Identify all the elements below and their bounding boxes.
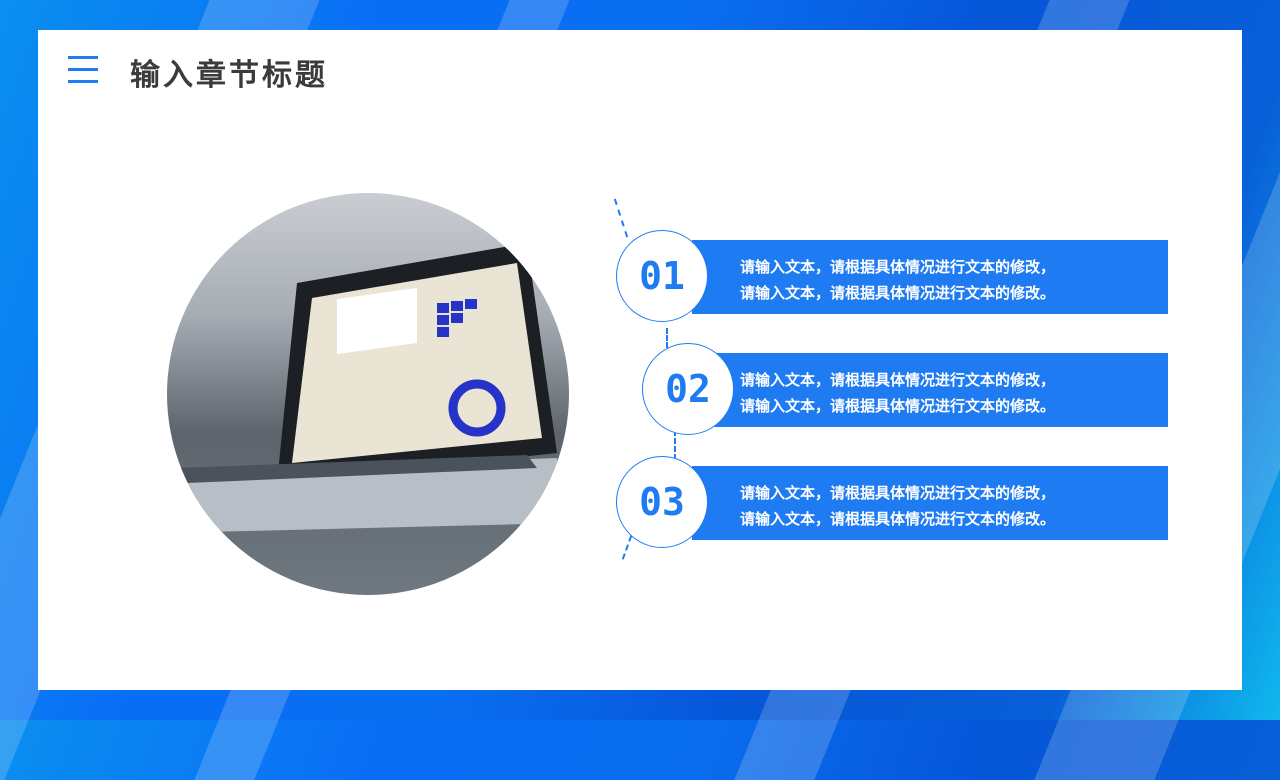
list-item: 03 请输入文本，请根据具体情况进行文本的修改， 请输入文本，请根据具体情况进行…	[612, 456, 1172, 556]
menu-icon[interactable]	[68, 56, 98, 86]
page-title: 输入章节标题	[130, 58, 328, 93]
list-item: 01 请输入文本，请根据具体情况进行文本的修改， 请输入文本，请根据具体情况进行…	[612, 230, 1172, 330]
number-badge: 02	[642, 343, 734, 435]
number-badge: 03	[616, 456, 708, 548]
item-text: 请输入文本，请根据具体情况进行文本的修改， 请输入文本，请根据具体情况进行文本的…	[740, 371, 1056, 415]
text-bar	[692, 353, 1168, 427]
text-bar	[692, 466, 1168, 540]
connector-line	[666, 328, 668, 348]
item-text: 请输入文本，请根据具体情况进行文本的修改， 请输入文本，请根据具体情况进行文本的…	[740, 258, 1056, 302]
item-text: 请输入文本，请根据具体情况进行文本的修改， 请输入文本，请根据具体情况进行文本的…	[740, 484, 1056, 528]
list-item: 02 请输入文本，请根据具体情况进行文本的修改， 请输入文本，请根据具体情况进行…	[612, 343, 1172, 443]
slide-card: 输入章节标题 01 请输入文本，请根据具体情况进行文本的修改， 请输入文本，请根…	[38, 30, 1242, 690]
laptop-photo	[167, 193, 569, 595]
text-bar	[692, 240, 1168, 314]
connector-line	[674, 430, 676, 460]
number-badge: 01	[616, 230, 708, 322]
